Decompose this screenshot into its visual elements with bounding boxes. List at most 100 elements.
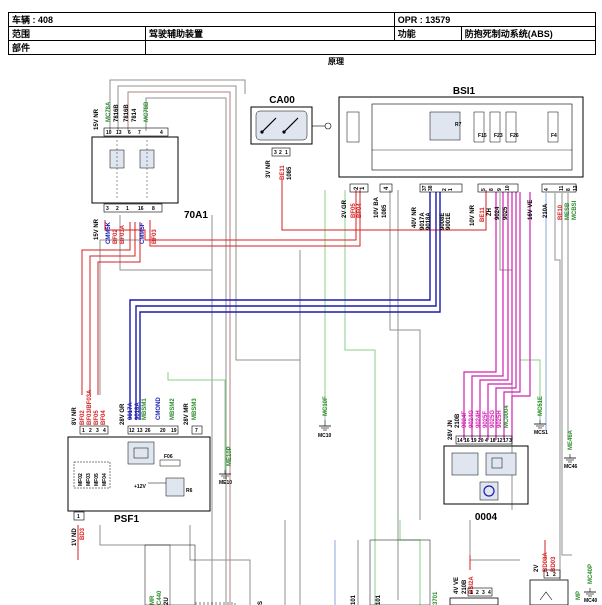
- c0004-pin-6: 18: [490, 438, 496, 444]
- bsi1-10v-pin-1: 5: [481, 188, 487, 191]
- psf1-8v-pin-3: 3: [96, 428, 99, 434]
- psf1-28v-gr-pin-1: 12: [129, 428, 135, 434]
- c70a1-top-wire-1: MC78A: [106, 101, 112, 122]
- bsi1-16v-pin-3: 8: [566, 188, 572, 191]
- blue-wires: [129, 192, 441, 420]
- ca00-unit: CA00 3 2 1 3V NR BE11 1085: [250, 95, 332, 180]
- psf1-28v-gr-pin-3: 26: [145, 428, 151, 434]
- bsi1-40v-conn: 40V NR: [412, 206, 418, 228]
- c0004-wire-6: 9025G: [490, 410, 496, 428]
- c0004-wire-5: 9025F: [483, 411, 489, 428]
- psf1-unit: 8V NR BF02 BF03/BF03A BF05 BF04 1 2 3 4 …: [67, 389, 211, 546]
- psf1-supply-label: +12V: [134, 484, 146, 490]
- bsi1-ba-pin: 4: [384, 186, 390, 190]
- c0004-pin-3: 19: [471, 438, 477, 444]
- bsi1-16v-pin-4: 12: [573, 185, 579, 191]
- ground-me10p-label: ME10P: [227, 446, 233, 466]
- c70a1-top-wire-2: 7816B: [114, 104, 120, 122]
- ground-mc46-label: MC46: [564, 464, 578, 470]
- psf1-title: PSF1: [114, 514, 139, 525]
- bottom-wire-4: S: [258, 601, 264, 605]
- svg-text:MF04: MF04: [102, 473, 108, 486]
- ground-mc51e-label: MC51E: [538, 396, 544, 416]
- bsi1-gr-pin-1: 2: [354, 186, 360, 190]
- c70a1-unit: 15V NR MC78A 7816B 7816B 7814 MC78B 10 1…: [91, 101, 208, 244]
- bsi1-40v-pin-3: 2: [442, 188, 448, 191]
- part-value-cell: [145, 40, 596, 55]
- c0004-unit: 28V JN 210B 9024F 9024G 9024H 9025F 9025…: [443, 405, 529, 523]
- svg-text:4: 4: [488, 590, 491, 596]
- c2v-wire-1: BD03A: [543, 552, 549, 572]
- psf1-8v-pin-2: 2: [89, 428, 92, 434]
- psf1-8v-wire-1: BF02: [80, 410, 86, 425]
- bsi1-10v-pin-2: 8: [489, 188, 495, 191]
- bsi1-16v-pin-2: 11: [559, 185, 565, 191]
- svg-text:1: 1: [470, 590, 473, 596]
- bsi1-fuse-b: F23: [494, 133, 503, 139]
- bsi1-16v-wire-1: 210A: [543, 203, 549, 218]
- psf1-28v-gr-wire-1: 9017A: [128, 402, 134, 420]
- psf1-28v-gr-wire-2: 9018A: [135, 402, 141, 420]
- ground-mc40p: MC40P MC40: [584, 564, 598, 604]
- c70a1-bot-wire-5: BF03: [152, 229, 158, 244]
- ca00-pin-3: 3: [274, 150, 277, 156]
- c0004-pin-1: 14: [457, 438, 463, 444]
- part-label-cell: 部件: [8, 40, 146, 55]
- ground-mc10f-label: MC10F: [323, 396, 329, 416]
- c70a1-top-pin-2: 13: [116, 130, 122, 136]
- principle-label: 原理: [328, 57, 344, 66]
- bsi1-40v-pin-2: 38: [428, 185, 434, 191]
- c4v-ve-conn: 4V VE: [454, 577, 460, 594]
- psf1-28v-gr-pin-5: 19: [171, 428, 177, 434]
- c70a1-top-pin-5: 4: [160, 130, 163, 136]
- c0004-pin-7: 12: [497, 438, 503, 444]
- bsi1-gr-pin-2: 1: [360, 186, 366, 190]
- bsi1-16v-pin-1: 4: [544, 188, 550, 191]
- bsi1-40v-wire-2: 9018A: [426, 212, 432, 230]
- bsi1-16v-wire-3: MESB: [565, 202, 571, 220]
- bsi1-10v-wire-4: 9025: [503, 206, 509, 220]
- bsi1-gr-conn: 2V GR: [342, 199, 348, 218]
- bsi1-40v-wire-3: 9008E: [440, 213, 446, 230]
- svg-text:MF02: MF02: [78, 473, 84, 486]
- c70a1-bot-wire-1: CMM5K: [106, 221, 112, 244]
- psf1-1v-conn: 1V ND: [72, 528, 78, 546]
- c70a1-top-pin-1: 10: [106, 130, 112, 136]
- psf1-28v-gr-pin-4: 20: [160, 428, 166, 434]
- magenta-wires: [463, 192, 531, 440]
- c70a1-bot-conn: 15V NR: [94, 218, 100, 240]
- c0004-title: 0004: [475, 512, 498, 523]
- ground-me10p: ME10P ME10: [219, 430, 233, 486]
- bsi1-ba-conn: 10V BA: [374, 196, 380, 218]
- c0004-wire-3: 9024G: [469, 410, 475, 428]
- c70a1-top-pin-3: 6: [128, 130, 131, 136]
- c70a1-top-pin-4: 7: [138, 130, 141, 136]
- bsi1-10v-conn: 10V NR: [470, 204, 476, 226]
- c2v-conn: 2V: [534, 565, 540, 572]
- psf1-8v-wire-2: BF03/BF03A: [87, 389, 93, 425]
- c70a1-bot-wire-4: CMM5F: [140, 222, 146, 244]
- c0004-pin-5: 4: [485, 438, 488, 444]
- c0004-pin-2: 16: [464, 438, 470, 444]
- c70a1-bot-pin-4: 16: [138, 206, 144, 212]
- ca00-key-icon: [324, 122, 332, 130]
- psf1-8v-conn: 8V NR: [72, 407, 78, 425]
- svg-text:MF05: MF05: [94, 473, 100, 486]
- bottom-wire-6: 101: [376, 594, 382, 605]
- psf1-8v-pin-1: 1: [82, 428, 85, 434]
- c70a1-bot-pin-5: 8: [152, 206, 155, 212]
- bsi1-fuse-d: F4: [551, 133, 557, 139]
- psf1-28v-gr-pin-2: 13: [137, 428, 143, 434]
- psf1-28v-gr-wire-5: MBSM2: [170, 398, 176, 420]
- psf1-28v-mr-wire: MBSM3: [192, 398, 198, 420]
- psf1-28v-gr-wire-4: CMOND: [156, 397, 162, 420]
- bsi1-10v-wire-2: ZH: [487, 208, 493, 216]
- c0004-pin-4: 20: [478, 438, 484, 444]
- ca00-pin-1: 1: [285, 150, 288, 156]
- bsi1-40v-pin-1: 37: [422, 185, 428, 191]
- bottom-wire-8: MP: [576, 591, 582, 600]
- svg-text:1: 1: [546, 572, 549, 578]
- red-wires: [77, 180, 546, 570]
- c70a1-top-wire-4: 7814: [132, 108, 138, 122]
- bsi1-10v-wire-3: 9024: [495, 206, 501, 220]
